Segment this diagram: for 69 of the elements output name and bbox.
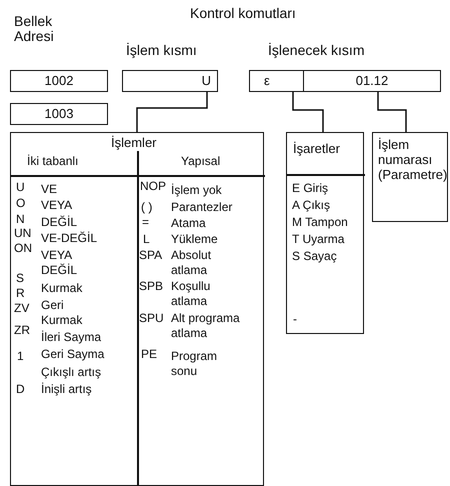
column-heading: Yapısal xyxy=(181,154,220,169)
instruction-description: VEYA xyxy=(41,198,72,213)
flag-entry: A Çıkış xyxy=(292,198,330,213)
instruction-code: SPB xyxy=(139,279,164,294)
flag-entry: - xyxy=(293,312,297,327)
connector-line xyxy=(136,92,208,132)
heading-label: İşlenecek kısım xyxy=(268,43,364,58)
instruction-description: VE-DEĞİL xyxy=(41,231,98,246)
box-text: 01.12 xyxy=(354,73,390,88)
instruction-code: SPA xyxy=(139,248,162,263)
instruction-description: İleri Sayma xyxy=(41,330,102,345)
instruction-description: Geri Kurmak xyxy=(41,298,84,328)
instruction-code: = xyxy=(142,215,150,230)
connector-line xyxy=(377,92,407,132)
box-text: U xyxy=(202,73,211,88)
instruction-code: SPU xyxy=(139,311,164,326)
instruction-code: UN xyxy=(14,226,32,241)
instruction-code: ( ) xyxy=(141,200,152,215)
instruction-code: ON xyxy=(14,241,32,256)
flags-table xyxy=(286,132,364,334)
instruction-description: Geri Sayma xyxy=(41,347,104,362)
instruction-description: VEYA DEĞİL xyxy=(41,248,78,278)
instruction-description: Alt programa atlama xyxy=(171,311,241,341)
instruction-code: L xyxy=(143,232,150,247)
instruction-description: DEĞİL xyxy=(41,215,78,230)
instruction-code: ZR xyxy=(14,323,30,338)
table-title: İşaretler xyxy=(293,141,340,156)
instruction-code: S xyxy=(16,271,24,286)
instruction-code: R xyxy=(16,286,25,301)
address-box xyxy=(10,103,108,125)
diagram-title: Kontrol komutları xyxy=(190,6,296,21)
instruction-description: Absolut atlama xyxy=(171,248,212,278)
operations-table xyxy=(10,132,264,486)
instruction-description: Koşullu atlama xyxy=(171,279,212,309)
heading-label: Bellek Adresi xyxy=(14,14,55,44)
flag-entry: E Giriş xyxy=(292,181,328,196)
box-text: ε xyxy=(264,73,270,88)
parameter-box xyxy=(372,132,448,222)
flag-entry: M Tampon xyxy=(292,215,348,230)
instruction-code: D xyxy=(16,382,25,397)
instruction-description: Çıkışlı artış xyxy=(41,365,102,380)
table-title: İşlemler xyxy=(111,135,157,150)
instruction-code: U xyxy=(16,180,25,195)
address-box xyxy=(10,70,108,92)
flag-entry: S Sayaç xyxy=(292,249,337,264)
instruction-description: İnişli artış xyxy=(41,382,92,397)
box-text: 1002 xyxy=(44,73,74,88)
connector-line xyxy=(292,92,324,132)
operand-box xyxy=(303,70,441,92)
instruction-code: NOP xyxy=(140,179,166,194)
instruction-code: O xyxy=(16,196,26,211)
instruction-description: Program sonu xyxy=(171,349,218,379)
instruction-description: İşlem yok xyxy=(171,183,222,198)
instruction-description: Parantezler xyxy=(171,200,232,215)
instruction-code: PE xyxy=(141,347,158,362)
instruction-description: Atama xyxy=(171,216,206,231)
flag-entry: T Uyarma xyxy=(292,232,344,247)
instruction-code: ZV xyxy=(14,301,30,316)
instruction-description: Kurmak xyxy=(41,281,82,296)
operation-box xyxy=(122,70,218,92)
instruction-description: VE xyxy=(41,182,58,197)
column-heading: İki tabanlı xyxy=(27,154,78,169)
operand-box xyxy=(249,70,305,92)
heading-label: İşlem kısmı xyxy=(126,43,197,58)
box-text: 1003 xyxy=(44,106,74,121)
parameter-text: İşlem numarası (Parametre) xyxy=(378,137,444,182)
instruction-code: 1 xyxy=(17,349,24,364)
instruction-code: N xyxy=(16,212,25,227)
instruction-description: Yükleme xyxy=(171,232,218,247)
